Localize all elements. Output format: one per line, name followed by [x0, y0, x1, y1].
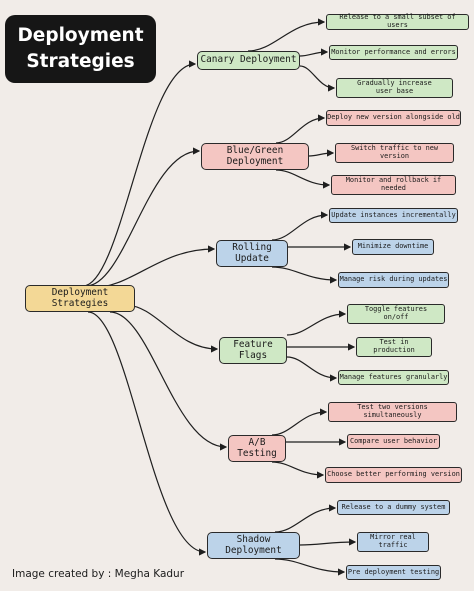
- leaf-shadow-3: Pre deployment testing: [346, 565, 441, 580]
- leaf-label: Monitor and rollback if needed: [345, 176, 442, 192]
- leaf-label: Update instances incrementally: [331, 210, 456, 219]
- root-node: Deployment Strategies: [25, 285, 135, 312]
- leaf-label: Test in production: [373, 338, 415, 354]
- link-root-ab: [109, 311, 228, 451]
- leaf-feature-flags-3: Manage features granularly: [338, 370, 449, 385]
- leaf-label: Compare user behavior: [349, 436, 438, 445]
- leaf-label: Manage features granularly: [339, 372, 448, 381]
- leaf-label: Switch traffic to new version: [350, 144, 439, 160]
- leaf-canary-1: Release to a small subset of users: [326, 13, 469, 30]
- branch-label: Canary Deployment: [200, 54, 297, 66]
- leaf-feature-flags-2: Test in production: [356, 337, 432, 357]
- leaf-ab-2: Compare user behavior: [347, 434, 440, 449]
- branch-ab-testing: A/B Testing: [228, 435, 286, 462]
- branch-label: Feature Flags: [233, 338, 273, 361]
- link-branch-2-leaf-2: [308, 149, 335, 157]
- branch-label: Rolling Update: [232, 241, 272, 264]
- link-branch-1-leaf-1: [247, 18, 326, 52]
- leaf-label: Minimize downtime: [357, 242, 429, 251]
- leaf-label: Release to a small subset of users: [339, 13, 456, 29]
- link-branch-2-leaf-1: [275, 114, 326, 144]
- link-branch-2-leaf-3: [275, 169, 331, 189]
- title-line-2: Strategies: [26, 51, 135, 72]
- leaf-label: Mirror real traffic: [370, 533, 416, 549]
- leaf-shadow-1: Release to a dummy system: [337, 500, 450, 515]
- branch-rolling-update: Rolling Update: [216, 240, 288, 267]
- leaf-ab-1: Test two versions simultaneously: [328, 402, 457, 422]
- link-branch-4-leaf-3: [286, 356, 338, 382]
- branch-label: Blue/Green Deployment: [226, 144, 284, 167]
- link-branch-3-leaf-1: [271, 211, 329, 241]
- leaf-rolling-2: Minimize downtime: [352, 239, 434, 255]
- link-branch-1-leaf-2: [299, 48, 329, 57]
- leaf-label: Manage risk during updates: [339, 275, 448, 284]
- leaf-label: Gradually increase user base: [357, 79, 432, 95]
- link-branch-6-leaf-3: [274, 558, 346, 576]
- title-line-1: Deployment: [17, 25, 144, 46]
- branch-shadow-deployment: Shadow Deployment: [207, 532, 300, 559]
- link-root-canary: [82, 60, 197, 287]
- link-root-feature-flags: [124, 304, 219, 353]
- link-branch-3-leaf-3: [271, 266, 338, 284]
- credit-footer: Image created by : Megha Kadur: [12, 568, 185, 580]
- branch-feature-flags: Feature Flags: [219, 337, 287, 364]
- branch-blue-green-deployment: Blue/Green Deployment: [201, 143, 309, 170]
- leaf-blue-green-2: Switch traffic to new version: [335, 143, 454, 163]
- branch-label: A/B Testing: [237, 436, 277, 459]
- leaf-label: Release to a dummy system: [341, 502, 446, 511]
- leaf-shadow-2: Mirror real traffic: [357, 532, 429, 552]
- link-branch-1-leaf-3: [299, 65, 336, 92]
- leaf-rolling-1: Update instances incrementally: [329, 208, 458, 223]
- leaf-label: Deploy new version alongside old: [327, 113, 460, 122]
- branch-label: Shadow Deployment: [225, 533, 282, 556]
- leaf-label: Pre deployment testing: [347, 567, 440, 576]
- link-branch-4-leaf-1: [286, 310, 347, 336]
- leaf-ab-3: Choose better performing version: [325, 467, 462, 483]
- link-root-blue-green: [85, 147, 201, 287]
- leaf-feature-flags-1: Toggle features on/off: [347, 304, 445, 324]
- link-branch-5-leaf-1: [271, 408, 328, 436]
- leaf-canary-2: Monitor performance and errors: [329, 45, 458, 60]
- diagram-title: Deployment Strategies: [5, 15, 156, 83]
- leaf-canary-3: Gradually increase user base: [336, 78, 453, 98]
- leaf-label: Choose better performing version: [327, 470, 460, 479]
- leaf-blue-green-3: Monitor and rollback if needed: [331, 175, 456, 195]
- link-branch-6-leaf-2: [299, 538, 357, 546]
- leaf-blue-green-1: Deploy new version alongside old: [326, 110, 461, 126]
- leaf-label: Test two versions simultaneously: [357, 403, 428, 419]
- root-node-label: Deployment Strategies: [51, 286, 109, 309]
- link-root-shadow: [87, 311, 207, 556]
- link-branch-5-leaf-3: [271, 461, 325, 479]
- branch-canary-deployment: Canary Deployment: [197, 51, 300, 70]
- leaf-rolling-3: Manage risk during updates: [338, 272, 449, 288]
- leaf-label: Monitor performance and errors: [331, 47, 456, 56]
- link-branch-6-leaf-1: [274, 504, 337, 533]
- leaf-label: Toggle features on/off: [364, 305, 428, 321]
